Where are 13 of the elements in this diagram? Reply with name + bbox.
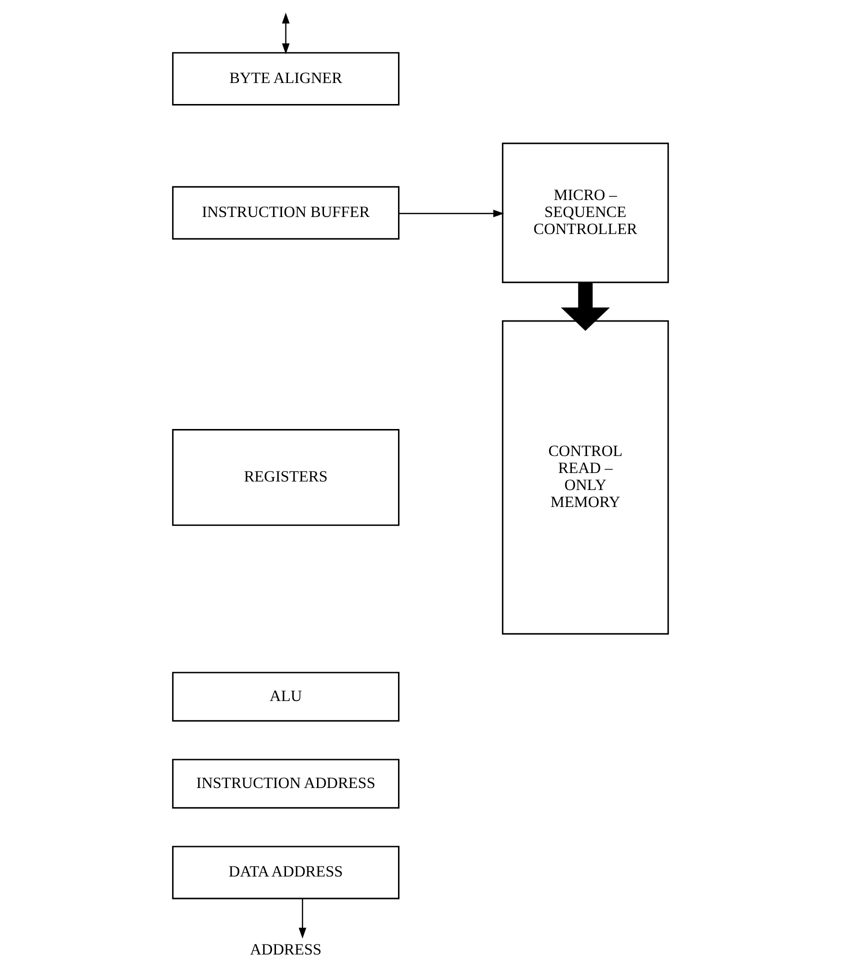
node-box: INSTRUCTION BUFFER [172,186,400,240]
node-box: REGISTERS [172,429,400,526]
arrow [560,282,610,331]
node-text: ADDRESS [250,942,322,959]
node-box: CONTROL READ – ONLY MEMORY [502,320,669,635]
node-box: ALU [172,672,400,722]
node-box: INSTRUCTION ADDRESS [172,758,400,809]
node-box: MICRO – SEQUENCE CONTROLLER [502,142,669,284]
node-box: BYTE ALIGNER [172,52,400,106]
node-box: DATA ADDRESS [172,846,400,900]
arrow [298,898,306,939]
arrow [399,210,504,218]
arrow [282,12,290,54]
